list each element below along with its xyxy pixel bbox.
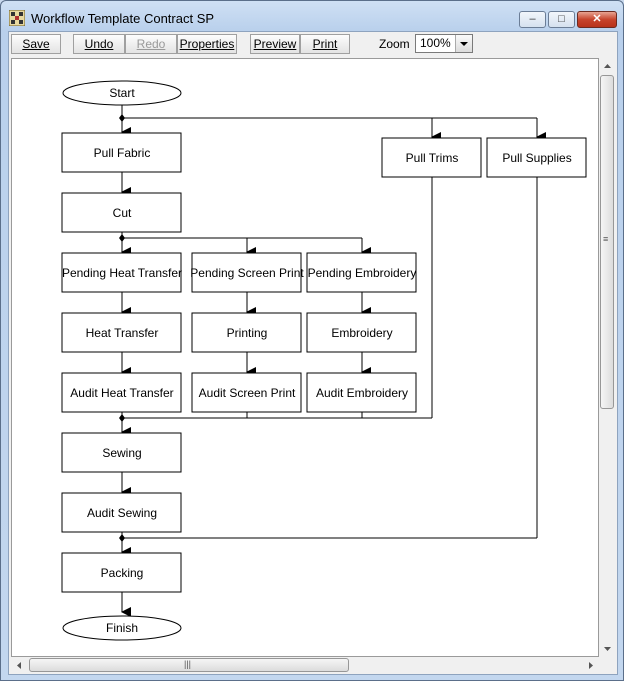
pull-supplies-node[interactable]	[486, 137, 587, 178]
maximize-icon: □	[558, 13, 565, 25]
preview-button[interactable]: Preview	[250, 34, 300, 54]
junction-diamond	[119, 234, 125, 242]
audit-sewing-node[interactable]	[61, 492, 182, 533]
zoom-select[interactable]: 100%	[415, 34, 473, 53]
finish-label: Finish	[106, 621, 138, 635]
junction-diamond	[119, 534, 125, 542]
horizontal-scroll-thumb[interactable]: |||	[29, 658, 349, 672]
audit-heat-transfer-label: Audit Heat Transfer	[70, 386, 173, 400]
close-icon: ✕	[592, 13, 602, 25]
pending-heat-transfer-label: Pending Heat Transfer	[62, 266, 182, 280]
pending-screen-print-node[interactable]	[191, 252, 302, 293]
pull-fabric-node[interactable]	[61, 132, 182, 173]
printing-label: Printing	[227, 326, 268, 340]
pull-fabric-label: Pull Fabric	[94, 146, 151, 160]
scroll-left-icon[interactable]	[11, 657, 28, 674]
audit-screen-print-label: Audit Screen Print	[199, 386, 296, 400]
resize-grip[interactable]	[599, 657, 616, 674]
window-title: Workflow Template Contract SP	[31, 11, 215, 26]
grip-icon: ≡	[603, 234, 609, 244]
start-label: Start	[109, 86, 135, 100]
undo-button[interactable]: Undo	[73, 34, 125, 54]
scroll-down-icon[interactable]	[599, 640, 616, 657]
printing-node[interactable]	[191, 312, 302, 353]
horizontal-scrollbar[interactable]: |||	[11, 657, 599, 674]
vertical-scrollbar[interactable]: ≡	[599, 58, 616, 657]
cut-node[interactable]	[61, 192, 182, 233]
cut-label: Cut	[113, 206, 132, 220]
start-node[interactable]	[62, 80, 182, 106]
pending-screen-print-label: Pending Screen Print	[190, 266, 304, 280]
workflow-diagram: Start Pull Fabric Cut Pull Trims Pull Su…	[61, 80, 587, 641]
minimize-icon: –	[529, 13, 536, 25]
sewing-node[interactable]	[61, 432, 182, 473]
heat-transfer-label: Heat Transfer	[86, 326, 159, 340]
heat-transfer-node[interactable]	[61, 312, 182, 353]
audit-embroidery-node[interactable]	[306, 372, 417, 413]
minimize-button[interactable]: –	[519, 11, 546, 28]
audit-heat-transfer-node[interactable]	[61, 372, 182, 413]
chevron-down-icon[interactable]	[455, 35, 472, 52]
pull-trims-label: Pull Trims	[406, 151, 459, 165]
zoom-label: Zoom	[379, 37, 410, 51]
maximize-button[interactable]: □	[548, 11, 575, 28]
audit-sewing-label: Audit Sewing	[87, 506, 157, 520]
embroidery-label: Embroidery	[331, 326, 392, 340]
close-button[interactable]: ✕	[577, 11, 617, 28]
embroidery-node[interactable]	[306, 312, 417, 353]
finish-node[interactable]	[62, 615, 182, 641]
pending-embroidery-label: Pending Embroidery	[308, 266, 417, 280]
vertical-scroll-thumb[interactable]: ≡	[600, 75, 614, 409]
zoom-value: 100%	[420, 36, 451, 50]
scroll-right-icon[interactable]	[582, 657, 599, 674]
scroll-up-icon[interactable]	[599, 58, 616, 75]
workflow-canvas[interactable]: Start Pull Fabric Cut Pull Trims Pull Su…	[11, 58, 599, 657]
redo-button[interactable]: Redo	[125, 34, 177, 54]
toolbar: Save Undo Redo Properties Preview Print …	[9, 32, 617, 58]
packing-label: Packing	[101, 566, 144, 580]
grip-icon: |||	[184, 659, 192, 669]
junction-diamond	[119, 414, 125, 422]
audit-screen-print-node[interactable]	[191, 372, 302, 413]
workflow-app-icon	[9, 10, 25, 26]
client-area: Save Undo Redo Properties Preview Print …	[8, 31, 618, 675]
pending-heat-transfer-node[interactable]	[61, 252, 182, 293]
pending-embroidery-node[interactable]	[306, 252, 417, 293]
pull-supplies-label: Pull Supplies	[502, 151, 571, 165]
print-button[interactable]: Print	[300, 34, 350, 54]
junction-diamond	[119, 114, 125, 122]
title-bar[interactable]: Workflow Template Contract SP – □ ✕	[1, 1, 623, 31]
save-button[interactable]: Save	[11, 34, 61, 54]
properties-button[interactable]: Properties	[177, 34, 237, 54]
audit-embroidery-label: Audit Embroidery	[316, 386, 408, 400]
sewing-label: Sewing	[102, 446, 141, 460]
pull-trims-node[interactable]	[381, 137, 482, 178]
packing-node[interactable]	[61, 552, 182, 593]
